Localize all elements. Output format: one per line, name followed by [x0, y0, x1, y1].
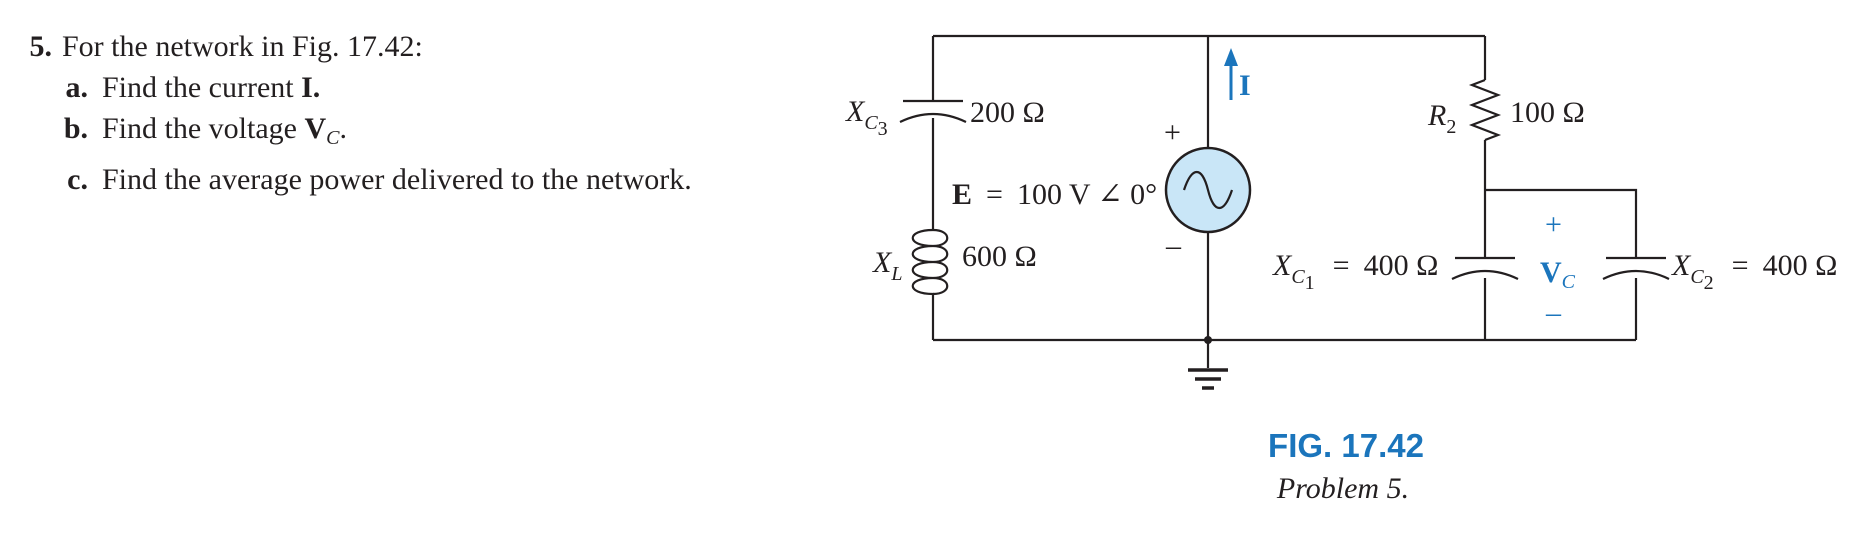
sine-wave-icon	[1182, 170, 1234, 210]
xl-value: 600 Ω	[962, 240, 1037, 273]
vc-minus: –	[1545, 296, 1562, 329]
ground-node-dot	[1204, 336, 1212, 344]
source-label: E=100 V ∠ 0°	[952, 178, 1157, 211]
problem-statement: 5. For the network in Fig. 17.42: a. Find …	[0, 26, 692, 200]
capacitor-xc2	[1602, 256, 1670, 280]
xc3-value: 200 Ω	[970, 96, 1045, 129]
xl-label: XL	[872, 246, 902, 285]
part-text: Find the voltage	[102, 112, 305, 145]
problem-part-b: b. Find the voltage VC.	[0, 108, 692, 159]
capacitor-xc1	[1451, 256, 1519, 280]
source-plus: +	[1164, 116, 1181, 149]
vc-label: VC	[1540, 256, 1576, 293]
problem-part-c: c. Find the average power delivered to th…	[0, 159, 692, 200]
problem-intro-row: 5. For the network in Fig. 17.42:	[0, 26, 692, 67]
part-post: .	[339, 112, 348, 145]
inductor-xl	[911, 228, 949, 303]
arrow-head-icon	[1224, 48, 1238, 66]
part-subscript: C	[326, 127, 340, 149]
wires	[931, 34, 1638, 368]
part-letter: c.	[67, 163, 88, 196]
source-minus: –	[1165, 229, 1182, 262]
part-bold: I.	[301, 71, 321, 104]
figure-caption: Problem 5.	[1276, 472, 1409, 505]
current-arrow	[1224, 48, 1238, 100]
ground-icon	[1188, 368, 1228, 390]
voltage-source	[1164, 146, 1252, 234]
current-label: I	[1239, 69, 1251, 102]
xc1-label: XC1=400 Ω	[1272, 249, 1438, 294]
capacitor-curved-plate	[899, 112, 967, 123]
part-text: Find the average power delivered to the …	[102, 163, 692, 196]
resistor-r2	[1468, 78, 1502, 142]
capacitor-xc3	[899, 99, 967, 123]
part-text: Find the current	[102, 71, 302, 104]
r2-value: 100 Ω	[1510, 96, 1585, 129]
r2-label: R2	[1427, 99, 1456, 138]
xc3-label: XC3	[845, 95, 888, 140]
branch-right-top-wire	[1485, 188, 1638, 258]
part-bold: V	[304, 112, 327, 145]
figure-title: FIG. 17.42	[1268, 427, 1424, 464]
problem-intro: For the network in Fig. 17.42:	[62, 30, 423, 63]
problem-number: 5.	[29, 30, 53, 63]
xc2-label: XC2=400 Ω	[1671, 249, 1837, 294]
vc-plus: +	[1545, 208, 1562, 241]
part-letter: b.	[63, 112, 88, 145]
part-letter: a.	[65, 71, 89, 104]
problem-part-a: a. Find the current I.	[0, 67, 692, 108]
